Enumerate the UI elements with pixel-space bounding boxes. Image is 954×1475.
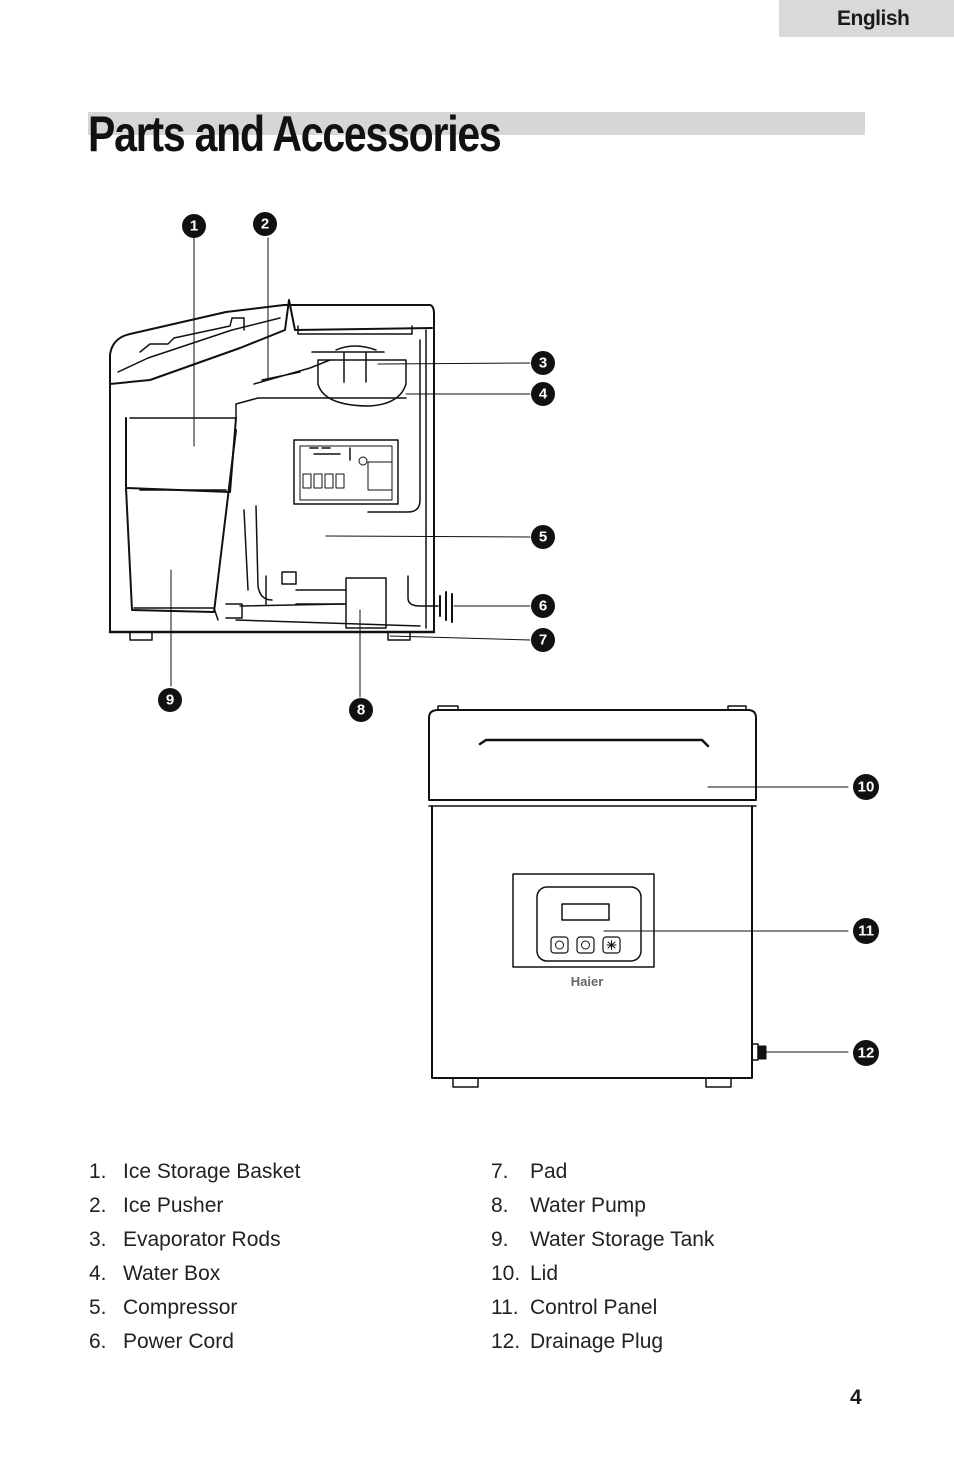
callout-12: 12 xyxy=(853,1040,879,1066)
list-item: 7.Pad xyxy=(491,1160,568,1183)
list-item: 4.Water Box xyxy=(89,1262,221,1285)
callout-4: 4 xyxy=(531,382,555,406)
callout-10: 10 xyxy=(853,774,879,800)
callout-7: 7 xyxy=(531,628,555,652)
list-item: 2.Ice Pusher xyxy=(89,1194,224,1217)
page-title: Parts and Accessories xyxy=(88,106,502,162)
svg-text:12: 12 xyxy=(858,1045,875,1062)
svg-text:1: 1 xyxy=(190,218,198,235)
leader-lines-side xyxy=(170,237,531,698)
list-item: 11.Control Panel xyxy=(491,1296,658,1319)
svg-text:2: 2 xyxy=(261,216,269,233)
title-underline-bar xyxy=(88,112,865,135)
svg-text:8: 8 xyxy=(357,702,365,719)
list-item: 3.Evaporator Rods xyxy=(89,1228,281,1251)
list-item: 5.Compressor xyxy=(89,1296,238,1319)
leader-lines-front xyxy=(603,786,849,1053)
callout-3: 3 xyxy=(531,351,555,375)
parts-list-left: 1.Ice Storage Basket 2.Ice Pusher 3.Evap… xyxy=(89,1155,300,1359)
svg-text:3: 3 xyxy=(539,355,547,372)
front-view xyxy=(428,705,767,1088)
svg-text:11: 11 xyxy=(858,923,874,940)
brand-logo: Haier xyxy=(571,974,604,989)
callout-1: 1 xyxy=(182,214,206,238)
svg-text:7: 7 xyxy=(539,632,547,649)
callout-9: 9 xyxy=(158,688,182,712)
svg-text:5: 5 xyxy=(539,529,547,546)
parts-list-right: 7.Pad 8.Water Pump 9.Water Storage Tank … xyxy=(491,1155,714,1359)
list-item: 10.Lid xyxy=(491,1262,559,1285)
list-item: 12.Drainage Plug xyxy=(491,1330,664,1353)
svg-text:10: 10 xyxy=(858,779,875,796)
callout-6: 6 xyxy=(531,594,555,618)
callout-2: 2 xyxy=(253,212,277,236)
page-number: 4 xyxy=(850,1386,862,1409)
svg-text:6: 6 xyxy=(539,598,547,615)
callout-11: 11 xyxy=(853,918,879,944)
list-item: 6.Power Cord xyxy=(89,1330,234,1353)
callout-8: 8 xyxy=(349,698,373,722)
language-tab: English xyxy=(779,0,954,37)
callout-5: 5 xyxy=(531,525,555,549)
list-item: 8.Water Pump xyxy=(491,1194,646,1217)
ice-maker-diagram: Haier 1 2 3 4 5 6 7 8 9 10 11 12 xyxy=(108,212,879,1088)
list-item: 9.Water Storage Tank xyxy=(491,1228,715,1251)
list-item: 1.Ice Storage Basket xyxy=(89,1160,301,1183)
svg-text:4: 4 xyxy=(539,386,548,403)
svg-text:9: 9 xyxy=(166,692,174,709)
cutaway-side-view xyxy=(108,299,453,641)
